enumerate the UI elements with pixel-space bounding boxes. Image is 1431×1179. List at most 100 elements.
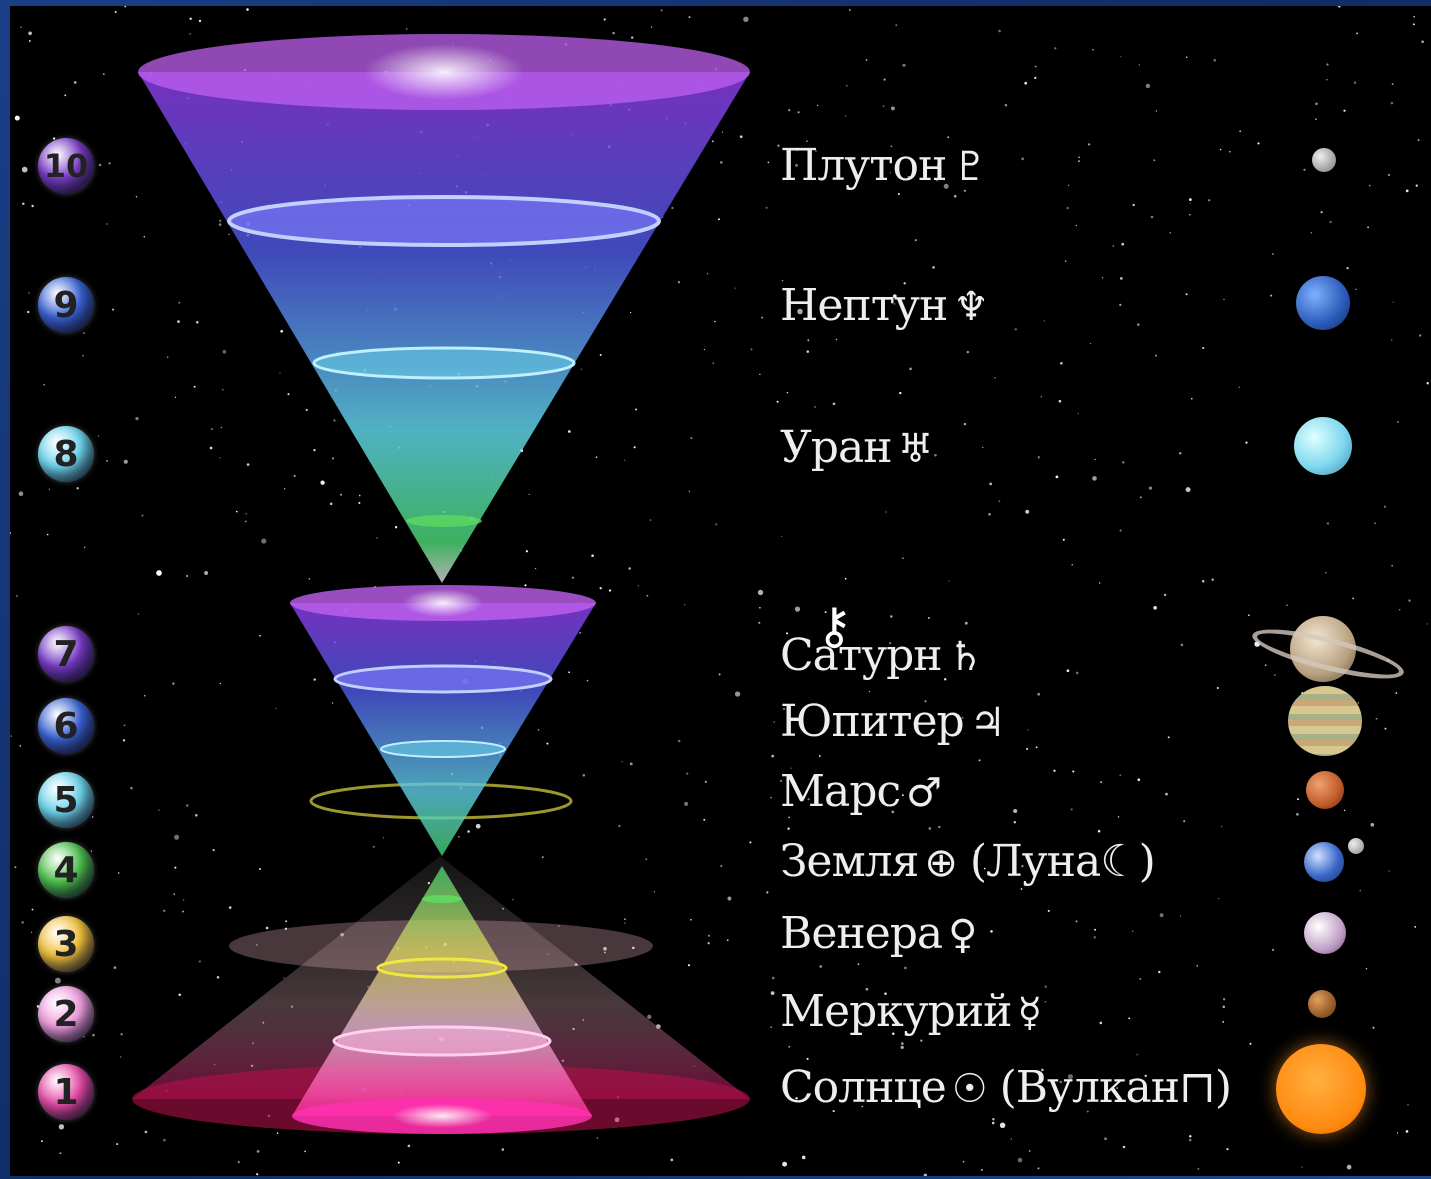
star [1426,381,1429,385]
star [726,939,729,942]
star [1105,866,1109,869]
star [1372,1026,1375,1029]
star [372,845,375,848]
star [1066,669,1070,673]
star [761,316,764,319]
star [1325,572,1327,574]
star [21,166,28,173]
jupiter-planet-icon [1288,686,1362,756]
star [204,571,209,575]
star [890,1078,893,1080]
star [882,105,885,107]
star [1020,888,1023,890]
star [770,1026,772,1028]
planet-name: Земля [780,836,919,887]
star [794,163,799,167]
mercury-symbol-icon: ☿ [1017,990,1042,1036]
star [189,33,191,35]
star [1388,870,1390,872]
star [596,1137,599,1139]
star [780,535,783,538]
star [130,786,133,790]
star [512,898,514,901]
star [228,233,230,236]
star [1153,606,1157,610]
star [31,908,34,911]
star [108,162,111,165]
star [1169,232,1171,234]
star [765,206,768,209]
star [189,17,192,20]
star [1315,102,1318,106]
star [786,391,789,394]
star [10,735,12,737]
star [1387,659,1390,662]
star [1178,452,1182,455]
cones-diagram [132,34,750,1134]
jupiter-symbol-icon: ♃ [969,700,1006,746]
star [28,39,31,42]
star [209,446,213,450]
star [195,814,198,817]
star [141,514,144,517]
star [788,108,791,112]
star [1100,781,1103,784]
star [934,453,937,457]
star [123,459,128,464]
star [501,1148,505,1151]
star [932,266,935,269]
star [1014,328,1017,331]
star [758,621,761,624]
star [1119,303,1122,306]
star [1062,538,1065,541]
star [1396,1132,1399,1134]
star [983,867,986,870]
sun-symbol-icon: ☉ [951,1066,988,1112]
star [998,29,1001,33]
star [816,104,819,107]
star [193,385,196,388]
planet-name: Плутон [780,140,947,191]
star [1297,798,1299,801]
star [865,987,869,991]
star [1060,361,1063,365]
level-4-badge: 4 [38,842,94,898]
star [259,868,261,870]
star [284,488,286,490]
star [1370,823,1375,827]
star [902,794,904,797]
star [688,16,691,19]
star [222,388,224,391]
star [852,162,854,165]
star [1375,717,1378,720]
star [174,834,180,840]
star [1201,579,1205,583]
star [998,500,1001,503]
star [1013,821,1016,824]
star [612,31,615,35]
star [1185,293,1188,296]
star [181,910,185,913]
mercury-label: Меркурий☿ [780,990,1042,1036]
star [1144,1074,1147,1077]
star [690,437,693,440]
star [788,1045,791,1048]
star [1158,970,1161,974]
star [143,236,146,238]
star [948,580,950,582]
star [1296,813,1299,816]
star [91,816,94,818]
star [1355,288,1357,291]
star [947,136,950,138]
star [1273,674,1276,676]
star [1035,746,1038,749]
earth-label: Земля⊕ (Луна☾) [780,840,1156,884]
star [59,1152,62,1155]
star [962,1160,965,1163]
star [1153,159,1156,162]
star [796,149,799,152]
star [1320,211,1323,214]
star [524,584,527,587]
saturn-planet-icon [1248,616,1408,689]
star [743,16,749,22]
